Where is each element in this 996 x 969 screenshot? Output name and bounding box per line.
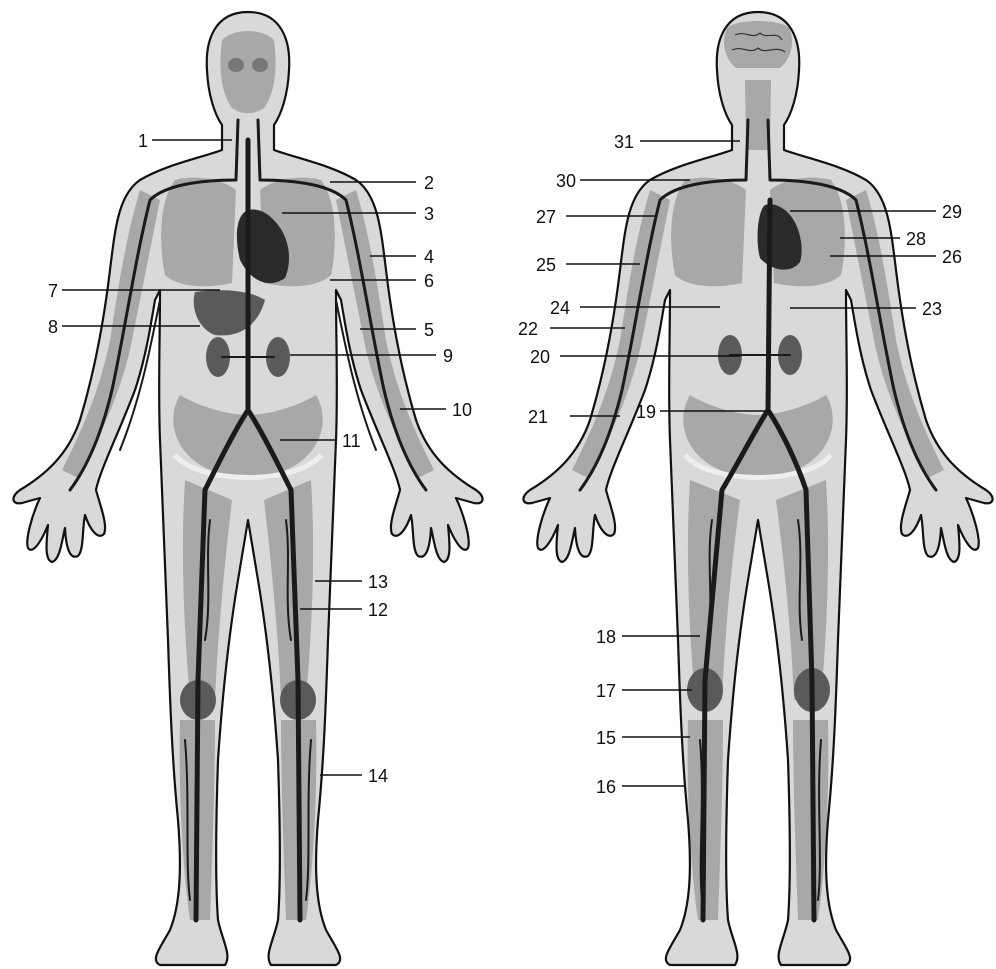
label-1: 1 — [138, 131, 148, 151]
label-12: 12 — [368, 600, 388, 620]
label-27: 27 — [536, 207, 556, 227]
label-3: 3 — [424, 204, 434, 224]
label-30: 30 — [556, 171, 576, 191]
label-17: 17 — [596, 681, 616, 701]
label-22: 22 — [518, 319, 538, 339]
label-29: 29 — [942, 202, 962, 222]
label-4: 4 — [424, 247, 434, 267]
label-10: 10 — [452, 400, 472, 420]
front-body-figure — [13, 12, 482, 965]
label-19: 19 — [636, 402, 656, 422]
label-9: 9 — [443, 346, 453, 366]
label-11: 11 — [342, 431, 361, 451]
label-15: 15 — [596, 728, 616, 748]
label-16: 16 — [596, 777, 616, 797]
label-5: 5 — [424, 320, 434, 340]
label-14: 14 — [368, 766, 388, 786]
label-13: 13 — [368, 572, 388, 592]
label-25: 25 — [536, 255, 556, 275]
label-2: 2 — [424, 173, 434, 193]
label-24: 24 — [550, 298, 570, 318]
label-26: 26 — [942, 247, 962, 267]
label-6: 6 — [424, 271, 434, 291]
label-7: 7 — [48, 281, 58, 301]
label-23: 23 — [922, 299, 942, 319]
label-20: 20 — [530, 347, 550, 367]
label-21: 21 — [528, 407, 548, 427]
label-18: 18 — [596, 627, 616, 647]
label-28: 28 — [906, 229, 926, 249]
label-8: 8 — [48, 317, 58, 337]
back-body-figure — [523, 12, 992, 965]
label-31: 31 — [614, 132, 634, 152]
